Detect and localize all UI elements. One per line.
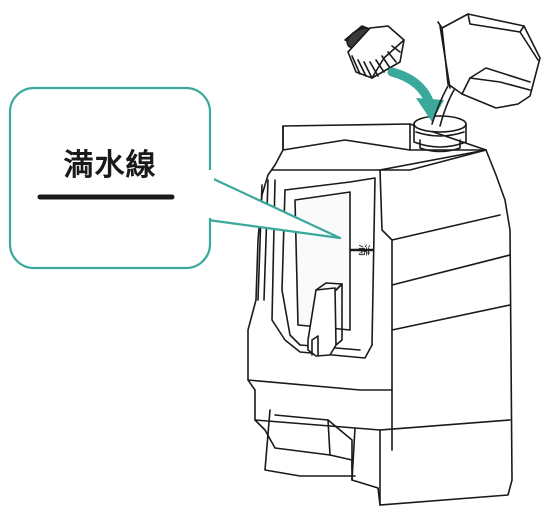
water-stream — [431, 85, 455, 127]
tank-fill-label: 満 — [357, 244, 371, 256]
callout-label: 満水線 — [63, 148, 157, 183]
callout-pointer — [189, 167, 342, 240]
callout-box — [8, 86, 214, 270]
center-post — [307, 282, 343, 357]
tank-cap — [344, 25, 405, 79]
water-tank — [247, 123, 513, 506]
measuring-cup — [437, 13, 541, 109]
insert-arrow — [387, 67, 444, 122]
